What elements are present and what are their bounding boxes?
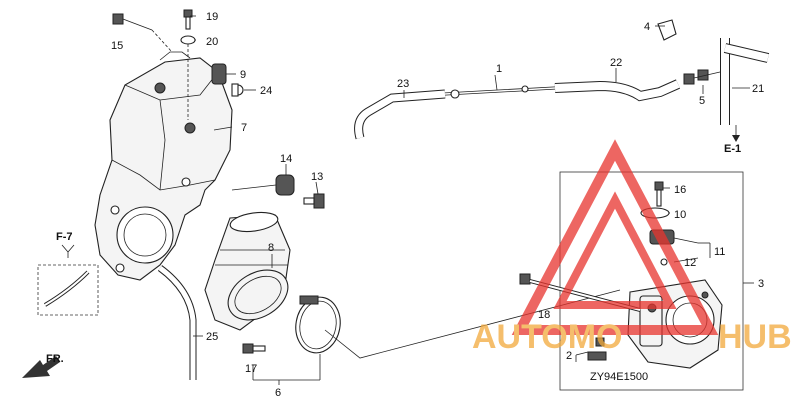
label-4: 4 [644, 21, 650, 33]
f7-detail-box [37, 244, 99, 316]
label-7: 7 [241, 122, 247, 134]
clamp-6 [295, 295, 341, 354]
label-21: 21 [752, 83, 764, 95]
air-cleaner-case [94, 51, 233, 281]
bolt-16 [654, 181, 664, 207]
label-11: 11 [714, 246, 725, 258]
watermark-text-right: HUB [718, 318, 792, 356]
tube-1 [444, 85, 556, 99]
screw-24 [231, 83, 244, 97]
diagram-code: ZY94E1500 [590, 371, 648, 383]
label-25: 25 [206, 331, 218, 343]
label-6: 6 [275, 387, 281, 399]
label-14: 14 [280, 153, 292, 165]
bolt-13 [303, 193, 325, 209]
hose-21 [720, 38, 770, 142]
ref-fr: FR. [46, 353, 64, 365]
label-23: 23 [397, 78, 409, 90]
label-18: 18 [538, 309, 550, 321]
label-1: 1 [496, 63, 502, 75]
label-16: 16 [674, 184, 686, 196]
label-19: 19 [206, 11, 218, 23]
label-24: 24 [260, 85, 272, 97]
throttle-body-box [559, 171, 744, 391]
label-22: 22 [610, 57, 622, 69]
label-2: 2 [566, 350, 572, 362]
bolt-19 [183, 9, 193, 30]
label-13: 13 [311, 171, 323, 183]
intake-tube-8 [204, 211, 291, 331]
hose-22 [554, 79, 681, 102]
joint-5 [683, 69, 721, 85]
watermark-text-left: AUTOMO [472, 318, 622, 356]
label-3: 3 [758, 278, 764, 290]
label-20: 20 [206, 36, 218, 48]
watermark: AUTOMO HUB [472, 139, 792, 356]
label-5: 5 [699, 95, 705, 107]
screw-2 [587, 337, 607, 361]
front-arrow [22, 356, 60, 378]
label-9: 9 [240, 69, 246, 81]
label-15: 15 [111, 40, 123, 52]
ref-e1: E-1 [724, 143, 741, 155]
hose-23 [354, 89, 446, 140]
grommet-9 [211, 63, 227, 85]
ref-f7: F-7 [56, 231, 73, 243]
clip-4 [657, 19, 677, 41]
screw-17 [242, 343, 266, 354]
grommet-14 [231, 174, 295, 196]
label-17: 17 [245, 363, 257, 375]
label-12: 12 [684, 257, 696, 269]
hose-25 [157, 265, 197, 380]
bolt-15 [112, 13, 173, 53]
label-10: 10 [674, 209, 686, 221]
label-8: 8 [268, 242, 274, 254]
